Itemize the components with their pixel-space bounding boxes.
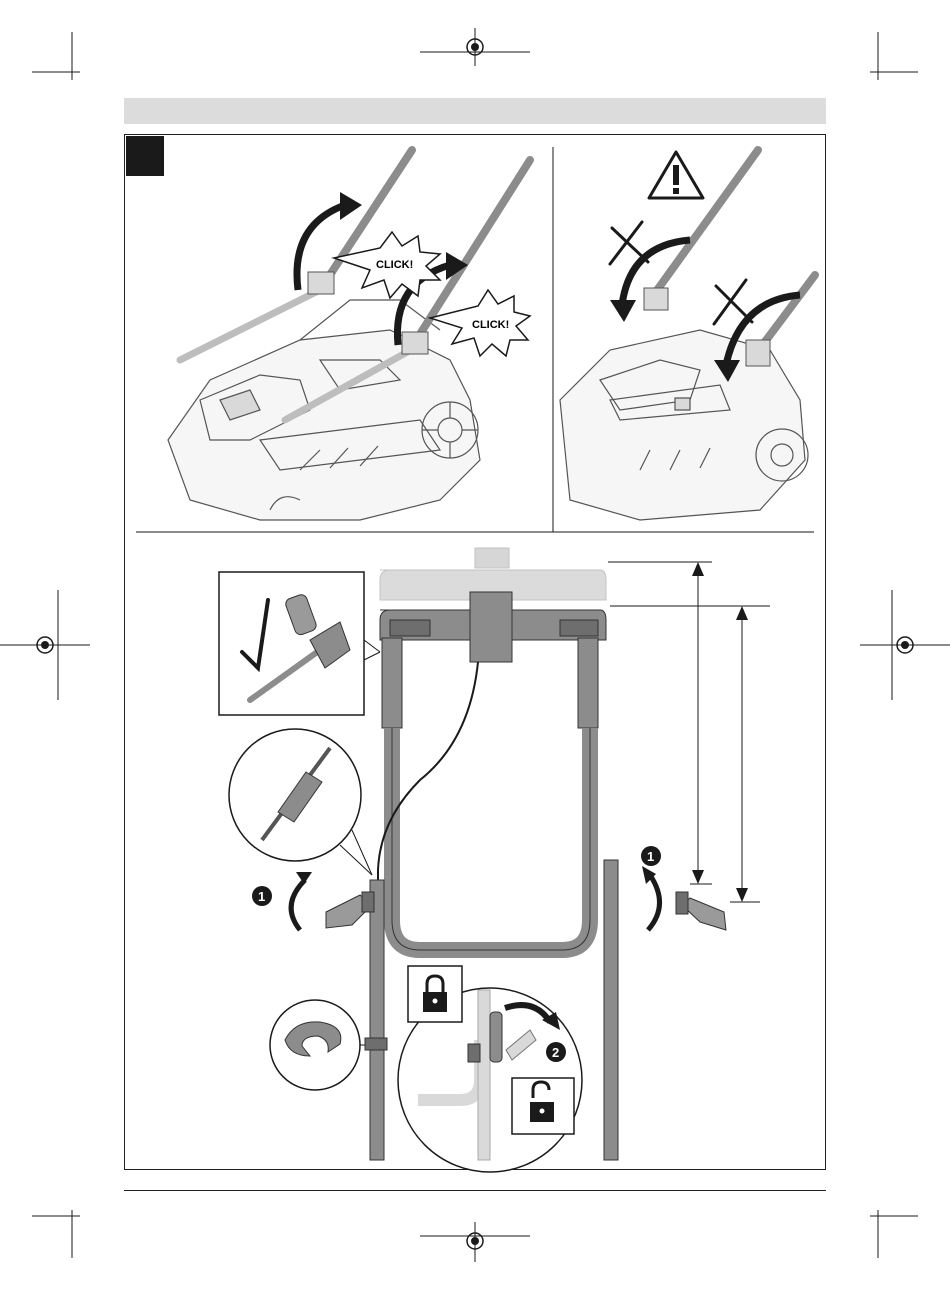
handle-tube-right-2 — [746, 275, 815, 366]
lock-closed-icon — [408, 966, 462, 1022]
step-callout-left: 1 — [252, 886, 272, 906]
mower-body-left — [168, 300, 480, 520]
cross-mark-icon-2 — [714, 280, 752, 324]
clamp-knob-right[interactable] — [676, 892, 726, 930]
detail-circle-connector — [229, 729, 372, 875]
height-dimension-lines — [608, 562, 770, 902]
handle-side-arms — [382, 638, 598, 950]
lock-open-icon — [512, 1078, 574, 1134]
step-label-1-right: 1 — [647, 849, 654, 864]
rotate-arrow-right-knob — [648, 875, 660, 930]
registration-mark-right — [860, 637, 950, 653]
click-label-2: CLICK! — [472, 319, 509, 331]
cross-mark-icon — [610, 222, 648, 264]
registration-mark-bottom — [467, 1222, 483, 1262]
detail-box-connection — [219, 572, 380, 715]
clamp-knob-left[interactable] — [326, 892, 374, 928]
warning-triangle-icon — [649, 152, 703, 198]
detail-circle-cable-clip — [270, 1000, 387, 1090]
step-label-2: 2 — [552, 1045, 559, 1060]
registration-mark-top — [467, 28, 483, 66]
registration-mark-left — [0, 637, 90, 653]
mower-body-right — [560, 330, 808, 520]
click-label-1: CLICK! — [376, 259, 413, 271]
step-callout-right: 1 — [641, 846, 661, 866]
handle-top-bar — [380, 592, 606, 662]
step-label-1-left: 1 — [258, 889, 265, 904]
rotate-arrow-left-knob — [291, 880, 305, 930]
